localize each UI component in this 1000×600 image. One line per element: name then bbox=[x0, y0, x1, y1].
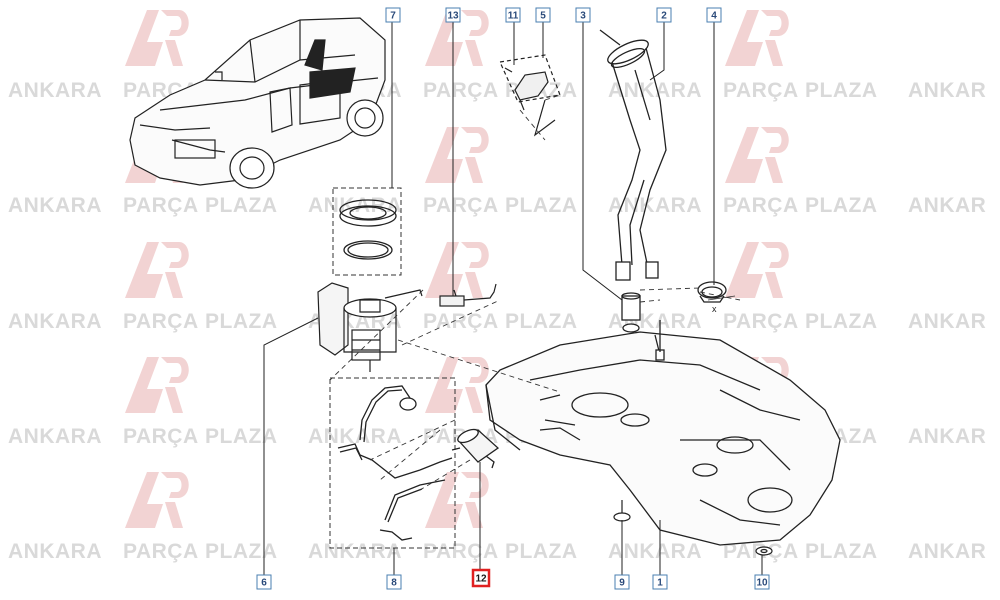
watermark-word: ANKARA bbox=[8, 194, 102, 217]
watermark-word: PLAZA bbox=[505, 540, 578, 563]
watermark-logo bbox=[425, 127, 489, 183]
callout-6: 6 bbox=[256, 574, 272, 590]
callout-7: 7 bbox=[385, 7, 401, 23]
watermark-word: ANKARA bbox=[8, 425, 102, 448]
watermark-word: PLAZA bbox=[205, 540, 278, 563]
watermark-word: ANKARA bbox=[608, 194, 702, 217]
watermark-word: PLAZA bbox=[205, 194, 278, 217]
watermark-word: PARÇA bbox=[423, 79, 499, 102]
fuel-sensor bbox=[439, 283, 497, 307]
watermark-word: ANKAR bbox=[908, 540, 986, 563]
watermark-word: PARÇA bbox=[423, 540, 499, 563]
watermark-word: PLAZA bbox=[805, 540, 878, 563]
dimension-mark: x bbox=[707, 295, 736, 314]
dimension-label: x bbox=[712, 304, 717, 314]
callout-12: 12 bbox=[471, 568, 491, 588]
watermark-word: ANKARA bbox=[308, 194, 402, 217]
watermark-word: ANKAR bbox=[908, 79, 986, 102]
watermark-logo bbox=[425, 242, 489, 298]
watermark-word: PLAZA bbox=[505, 310, 578, 333]
watermark-word: PLAZA bbox=[205, 425, 278, 448]
callout-5: 5 bbox=[535, 7, 551, 23]
watermark-word: PARÇA bbox=[723, 194, 799, 217]
watermark-word: ANKAR bbox=[908, 194, 986, 217]
watermark-logo bbox=[425, 472, 489, 528]
watermark-logo bbox=[125, 357, 189, 413]
fuel-pump-module bbox=[317, 282, 423, 372]
watermark-word: PARÇA bbox=[423, 310, 499, 333]
watermark-logo bbox=[725, 127, 789, 183]
callout-number: 6 bbox=[261, 578, 267, 589]
watermark-word: PLAZA bbox=[205, 310, 278, 333]
callout-leaders bbox=[263, 22, 763, 578]
callout-10: 10 bbox=[754, 574, 770, 590]
callout-number: 7 bbox=[390, 11, 396, 22]
callout-number: 12 bbox=[475, 574, 487, 585]
watermark-word: PARÇA bbox=[723, 310, 799, 333]
callout-number: 1 bbox=[657, 578, 663, 589]
watermark-word: PARÇA bbox=[423, 194, 499, 217]
assembly-boxes bbox=[329, 187, 456, 549]
watermark-word: ANKARA bbox=[8, 540, 102, 563]
watermark-word: PLAZA bbox=[805, 79, 878, 102]
callout-labels: 7 13 11 5 3 2 4 6 8 12 9 1 10 bbox=[256, 7, 770, 590]
watermark-logo bbox=[125, 472, 189, 528]
fuel-tank bbox=[485, 320, 841, 546]
callout-number: 2 bbox=[661, 11, 667, 22]
pump-lock-ring bbox=[339, 199, 397, 260]
callout-11: 11 bbox=[505, 7, 521, 23]
watermark-word: ANKARA bbox=[308, 425, 402, 448]
watermark-logo bbox=[125, 10, 189, 66]
callout-13: 13 bbox=[445, 7, 461, 23]
watermark-word: PLAZA bbox=[505, 194, 578, 217]
watermark-logo bbox=[725, 10, 789, 66]
watermark-word: ANKAR bbox=[908, 310, 986, 333]
watermark-word: ANKARA bbox=[608, 540, 702, 563]
watermark-word: PARÇA bbox=[123, 540, 199, 563]
fuel-filter bbox=[451, 428, 500, 469]
watermark-word: ANKARA bbox=[8, 79, 102, 102]
callout-number: 8 bbox=[391, 578, 397, 589]
callout-4: 4 bbox=[706, 7, 722, 23]
callout-number: 10 bbox=[756, 578, 768, 589]
watermark-word: PARÇA bbox=[123, 194, 199, 217]
filler-neck bbox=[599, 29, 667, 281]
watermark-word: ANKARA bbox=[8, 310, 102, 333]
watermark-logo bbox=[725, 242, 789, 298]
callout-2: 2 bbox=[656, 7, 672, 23]
callout-number: 3 bbox=[580, 11, 586, 22]
callout-number: 11 bbox=[508, 11, 519, 22]
connection-lines bbox=[329, 94, 741, 491]
callout-1: 1 bbox=[652, 574, 668, 590]
callout-9: 9 bbox=[614, 574, 630, 590]
callout-8: 8 bbox=[386, 574, 402, 590]
watermark-word: ANKARA bbox=[608, 79, 702, 102]
watermark-word: PARÇA bbox=[123, 425, 199, 448]
watermark-word: ANKAR bbox=[908, 425, 986, 448]
callout-3: 3 bbox=[575, 7, 591, 23]
vehicle-illustration bbox=[129, 17, 386, 189]
watermark-word: PARÇA bbox=[123, 310, 199, 333]
callout-number: 4 bbox=[711, 11, 717, 22]
mounting-bracket bbox=[499, 54, 561, 137]
fuel-lines bbox=[337, 385, 453, 541]
callout-number: 13 bbox=[447, 11, 459, 22]
watermark-word: PARÇA bbox=[723, 79, 799, 102]
callout-number: 5 bbox=[540, 11, 546, 22]
watermark-word: ANKARA bbox=[308, 540, 402, 563]
callout-number: 9 bbox=[619, 578, 625, 589]
connector-hose bbox=[621, 292, 641, 333]
watermark-logo bbox=[125, 242, 189, 298]
watermark-logo bbox=[425, 357, 489, 413]
watermark-word: PLAZA bbox=[805, 194, 878, 217]
watermark-word: PLAZA bbox=[805, 310, 878, 333]
